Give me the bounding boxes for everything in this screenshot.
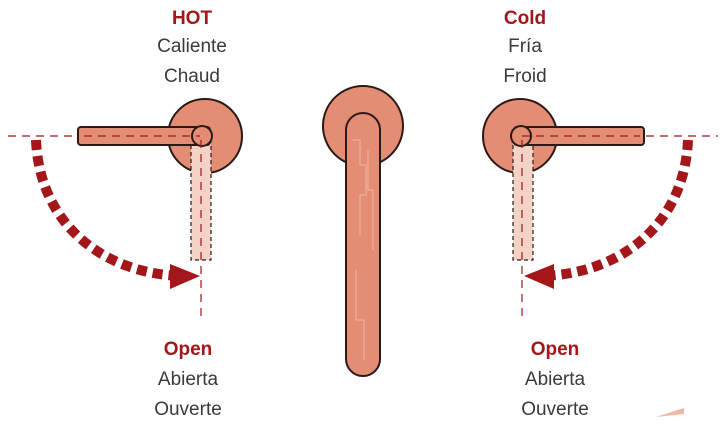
hot-french: Chaud [122, 61, 262, 92]
open-right-spanish: Abierta [485, 364, 625, 395]
cold-rotation-arrow [540, 140, 688, 276]
cold-french: Froid [455, 61, 595, 92]
cold-spanish: Fría [455, 31, 595, 62]
hot-spanish: Caliente [122, 31, 262, 62]
hot-lever-handle-icon [78, 99, 242, 320]
decorative-mark [656, 408, 684, 417]
cold-open-ghost-handle [513, 138, 533, 260]
open-left-title: Open [118, 334, 258, 365]
hot-title: HOT [122, 3, 262, 34]
open-right-title: Open [485, 334, 625, 365]
cold-title: Cold [455, 3, 595, 34]
open-left-french: Ouverte [118, 394, 258, 425]
hot-arrow-head [170, 264, 200, 289]
cold-lever-handle-icon [483, 99, 644, 320]
open-right-french: Ouverte [485, 394, 625, 425]
cold-arrow-head [524, 264, 554, 289]
hot-rotation-arrow [36, 140, 184, 276]
open-left-spanish: Abierta [118, 364, 258, 395]
center-lever-handle-icon [323, 86, 403, 376]
